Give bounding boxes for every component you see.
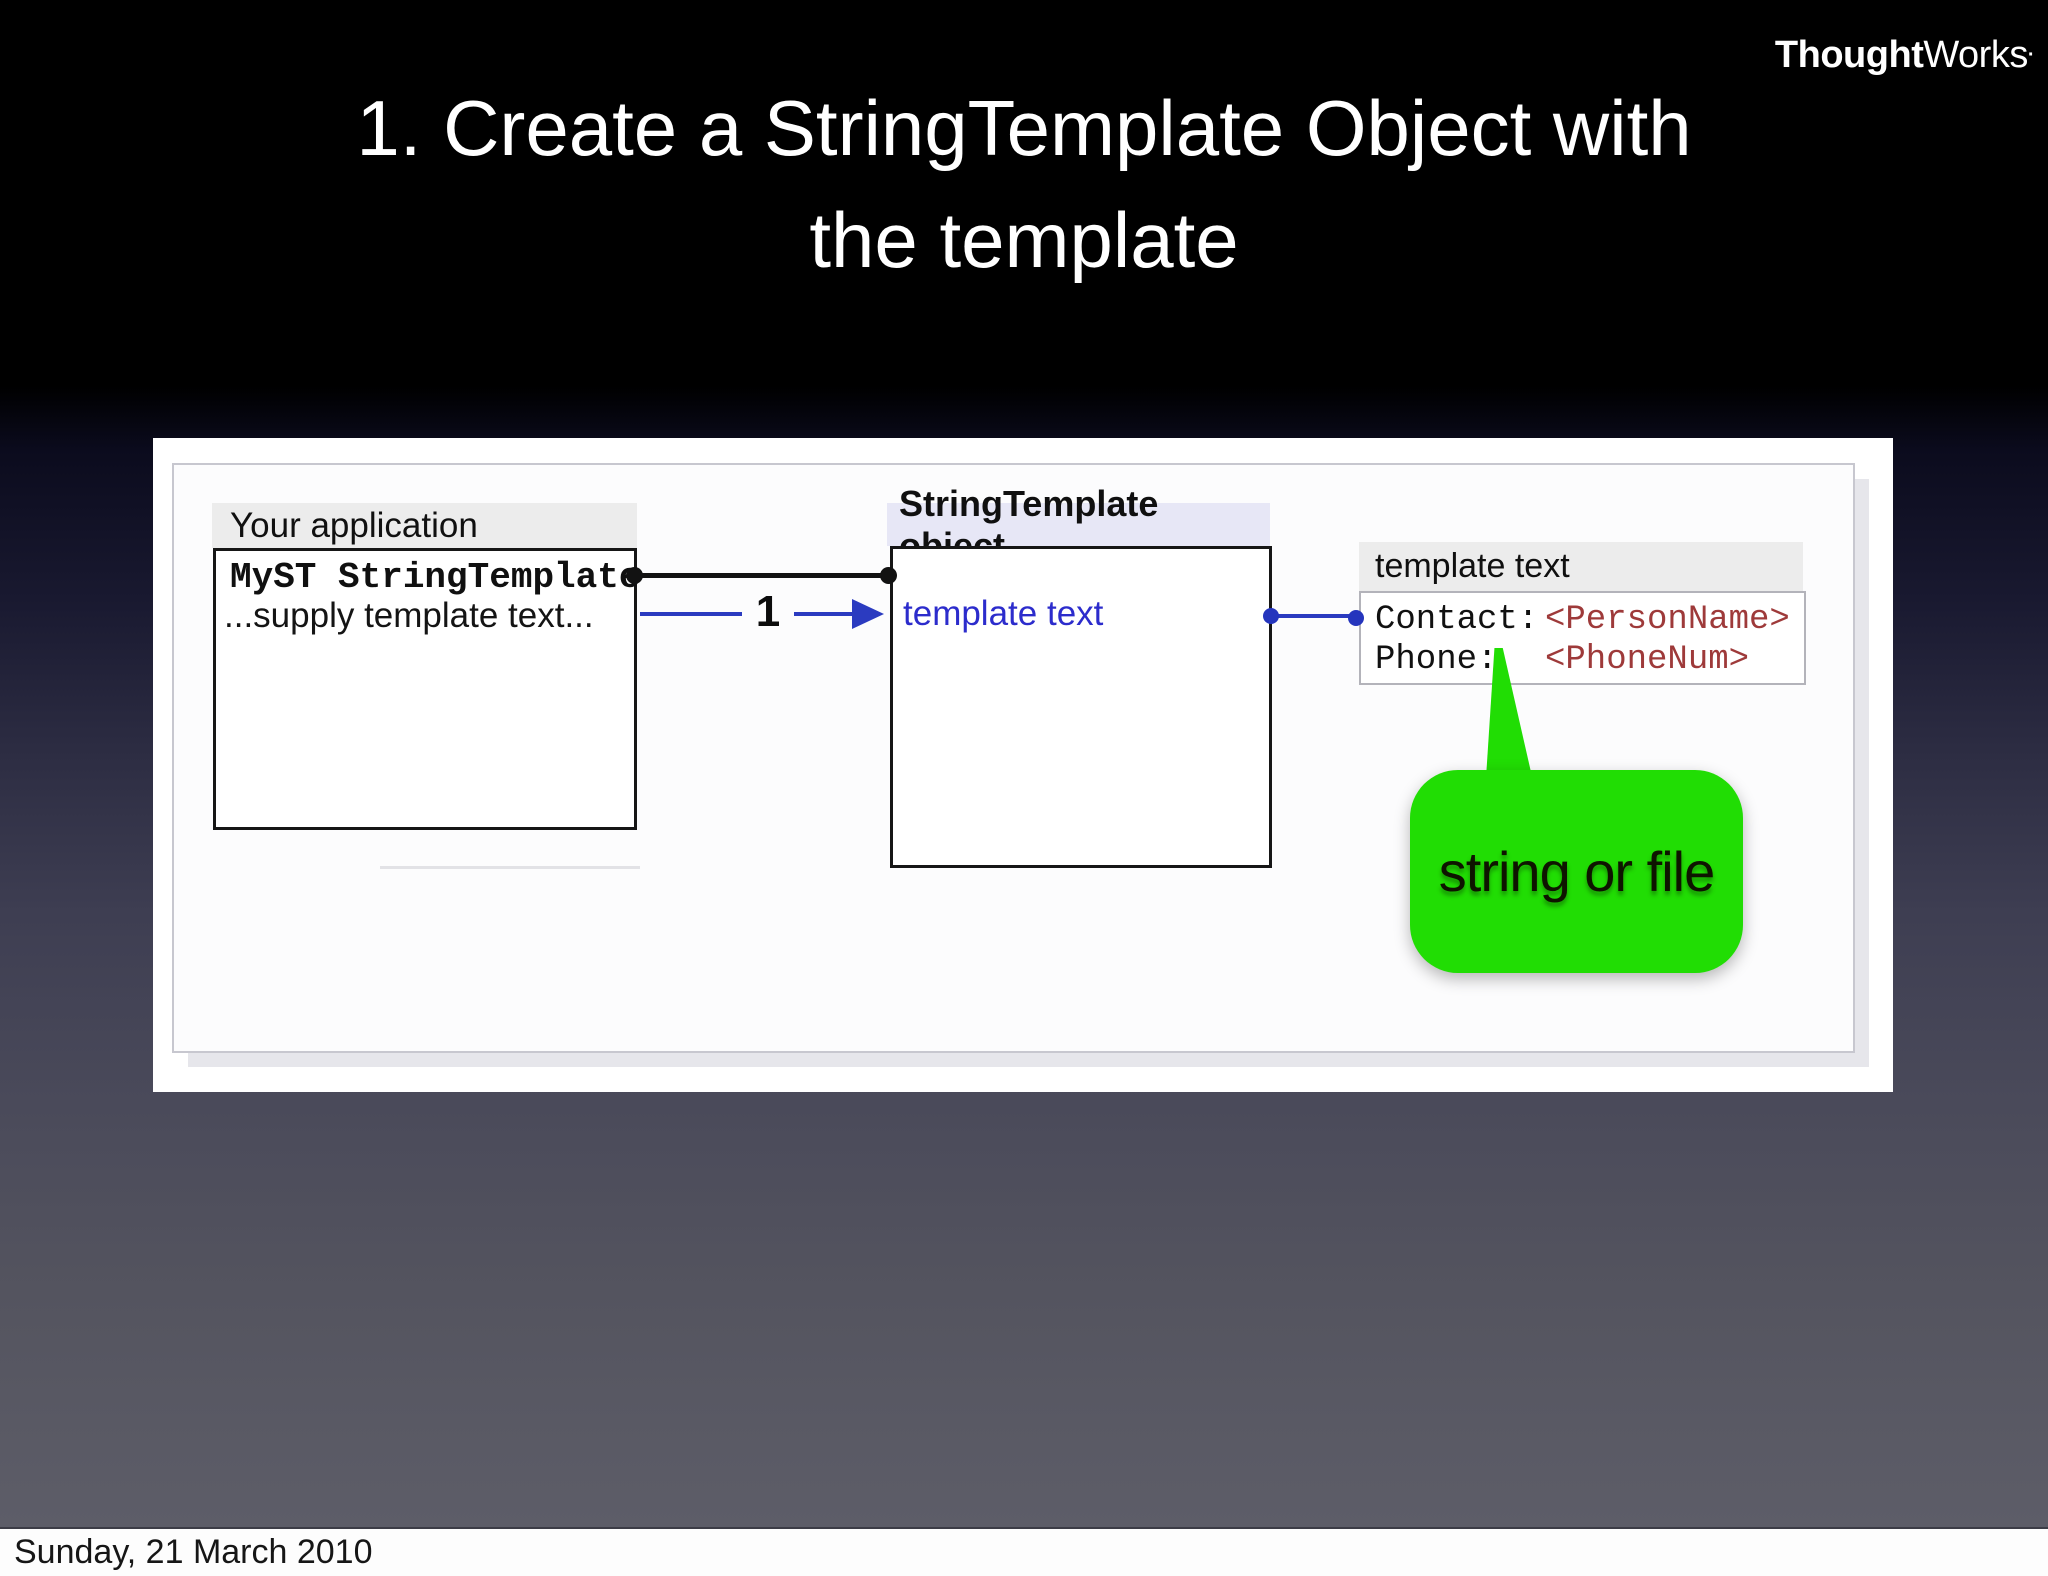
- callout-text: string or file: [1438, 840, 1715, 903]
- step1-arrowhead-icon: [852, 599, 884, 629]
- footer-date: Sunday, 21 March 2010: [14, 1533, 373, 1571]
- contact-value: <PersonName>: [1545, 601, 1790, 639]
- template-text-box: Contact:<PersonName> Phone: <PhoneNum>: [1359, 591, 1806, 685]
- template-link-dot: [1263, 608, 1279, 624]
- your-application-box: [213, 548, 637, 830]
- logo-trademark-dot: ·: [2027, 44, 2035, 66]
- app-box-shadow-line: [380, 866, 640, 869]
- template-link-dot: [1348, 610, 1364, 626]
- logo-regular-text: Works: [1923, 34, 2028, 76]
- contact-label: Contact:: [1375, 601, 1539, 639]
- callout-bubble: string or file: [1410, 770, 1743, 973]
- thoughtworks-logo: ThoughtWorks·: [1774, 34, 2035, 76]
- slide-title-line1: 1. Create a StringTemplate Object with: [356, 84, 1692, 172]
- association-endpoint-dot: [880, 567, 897, 584]
- slide-title: 1. Create a StringTemplate Object with t…: [0, 72, 2048, 296]
- template-text-header-label: template text: [1375, 547, 1570, 585]
- phone-value: <PhoneNum>: [1545, 641, 1750, 679]
- app-supply-line: ...supply template text...: [224, 596, 594, 635]
- slide-title-line2: the template: [809, 196, 1239, 284]
- step1-arrow-label: 1: [742, 584, 794, 640]
- your-application-header: Your application: [212, 503, 637, 548]
- stringtemplate-object-box: [890, 546, 1272, 868]
- phone-label: Phone:: [1375, 641, 1498, 679]
- template-row-contact: Contact:<PersonName>: [1375, 600, 1804, 640]
- app-code-line: MyST StringTemplate: [230, 557, 641, 598]
- association-endpoint-dot: [626, 567, 643, 584]
- stringtemplate-body-text: template text: [903, 594, 1104, 633]
- template-row-phone: Phone: <PhoneNum>: [1375, 640, 1804, 680]
- template-text-header: template text: [1359, 542, 1803, 591]
- logo-bold-text: Thought: [1774, 34, 1924, 76]
- stringtemplate-object-header: StringTemplate object: [887, 483, 1270, 566]
- template-link-line: [1272, 614, 1358, 618]
- your-application-header-label: Your application: [230, 505, 478, 545]
- association-line-black: [640, 573, 888, 578]
- footer-bar: Sunday, 21 March 2010: [0, 1527, 2048, 1576]
